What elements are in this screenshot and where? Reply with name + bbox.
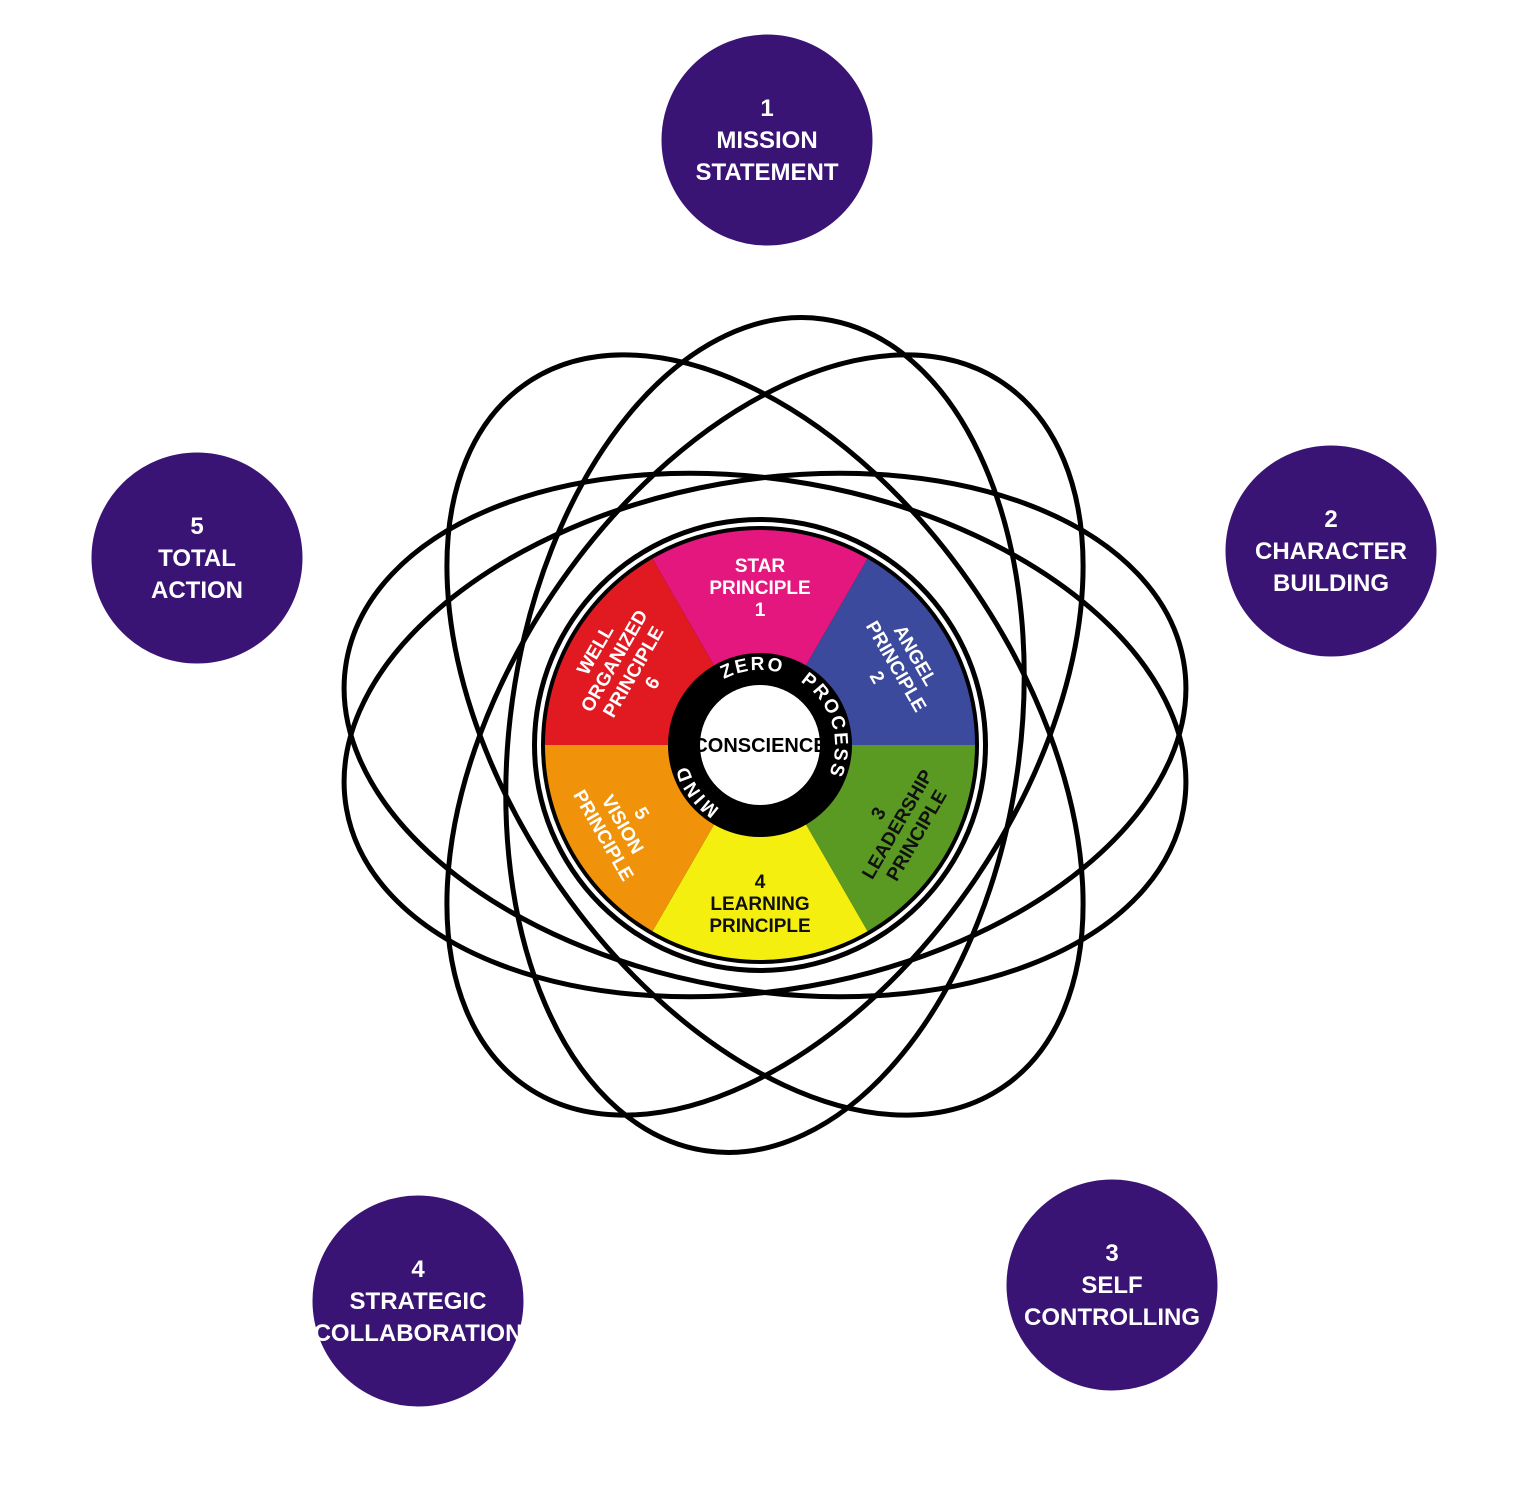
principle-1-line-3: 1 (755, 600, 766, 621)
node-2-line-3: BUILDING (1273, 570, 1389, 597)
orbit-5 (341, 470, 1189, 1000)
node-5-line-1: 5 (190, 513, 203, 540)
orbit-3 (444, 352, 1086, 1118)
node-4-line-2: STRATEGIC (350, 1288, 487, 1315)
node-4-line-3: COLLABORATION (314, 1320, 523, 1347)
orbit-2 (341, 470, 1189, 1000)
node-4-line-1: 4 (411, 1256, 425, 1283)
node-2-circle (1222, 442, 1440, 660)
node-1-line-1: 1 (760, 95, 773, 122)
principle-segment-5 (545, 745, 714, 932)
node-4-circle (309, 1192, 527, 1410)
principles-wheel: STARPRINCIPLE1ANGELPRINCIPLE23LEADERSHIP… (532, 517, 988, 973)
conscience-label: CONSCIENCE (693, 735, 826, 757)
node-3-line-2: SELF (1081, 1272, 1142, 1299)
conscience-core (700, 685, 820, 805)
principle-4-line-2: LEARNING (710, 894, 809, 915)
node-2-line-2: CHARACTER (1255, 538, 1407, 565)
node-1-line-2: MISSION (716, 127, 817, 154)
principle-1-line-1: STAR (735, 556, 786, 577)
principle-1-line-2: PRINCIPLE (709, 578, 810, 599)
node-5-line-3: ACTION (151, 577, 243, 604)
node-2-line-1: 2 (1324, 506, 1337, 533)
principle-segment-6 (545, 558, 714, 745)
principle-4-line-3: PRINCIPLE (709, 916, 810, 937)
node-1-line-3: STATEMENT (695, 159, 838, 186)
orbit-4 (444, 352, 1086, 1118)
node-5-circle (88, 449, 306, 667)
orbits (341, 315, 1189, 1155)
node-3-line-1: 3 (1105, 1240, 1118, 1267)
principle-segment-4 (652, 824, 868, 960)
orbit-1 (503, 315, 1027, 1155)
outer-nodes: 1MISSIONSTATEMENT2CHARACTERBUILDING3SELF… (88, 31, 1440, 1410)
node-5-line-2: TOTAL (158, 545, 236, 572)
node-1-circle (658, 31, 876, 249)
principle-segment-1 (652, 530, 868, 666)
principle-segment-2 (806, 558, 975, 745)
node-3-line-3: CONTROLLING (1024, 1304, 1200, 1331)
node-3-circle (1003, 1176, 1221, 1394)
principle-segment-3 (806, 745, 975, 932)
principle-4-line-1: 4 (755, 872, 766, 893)
